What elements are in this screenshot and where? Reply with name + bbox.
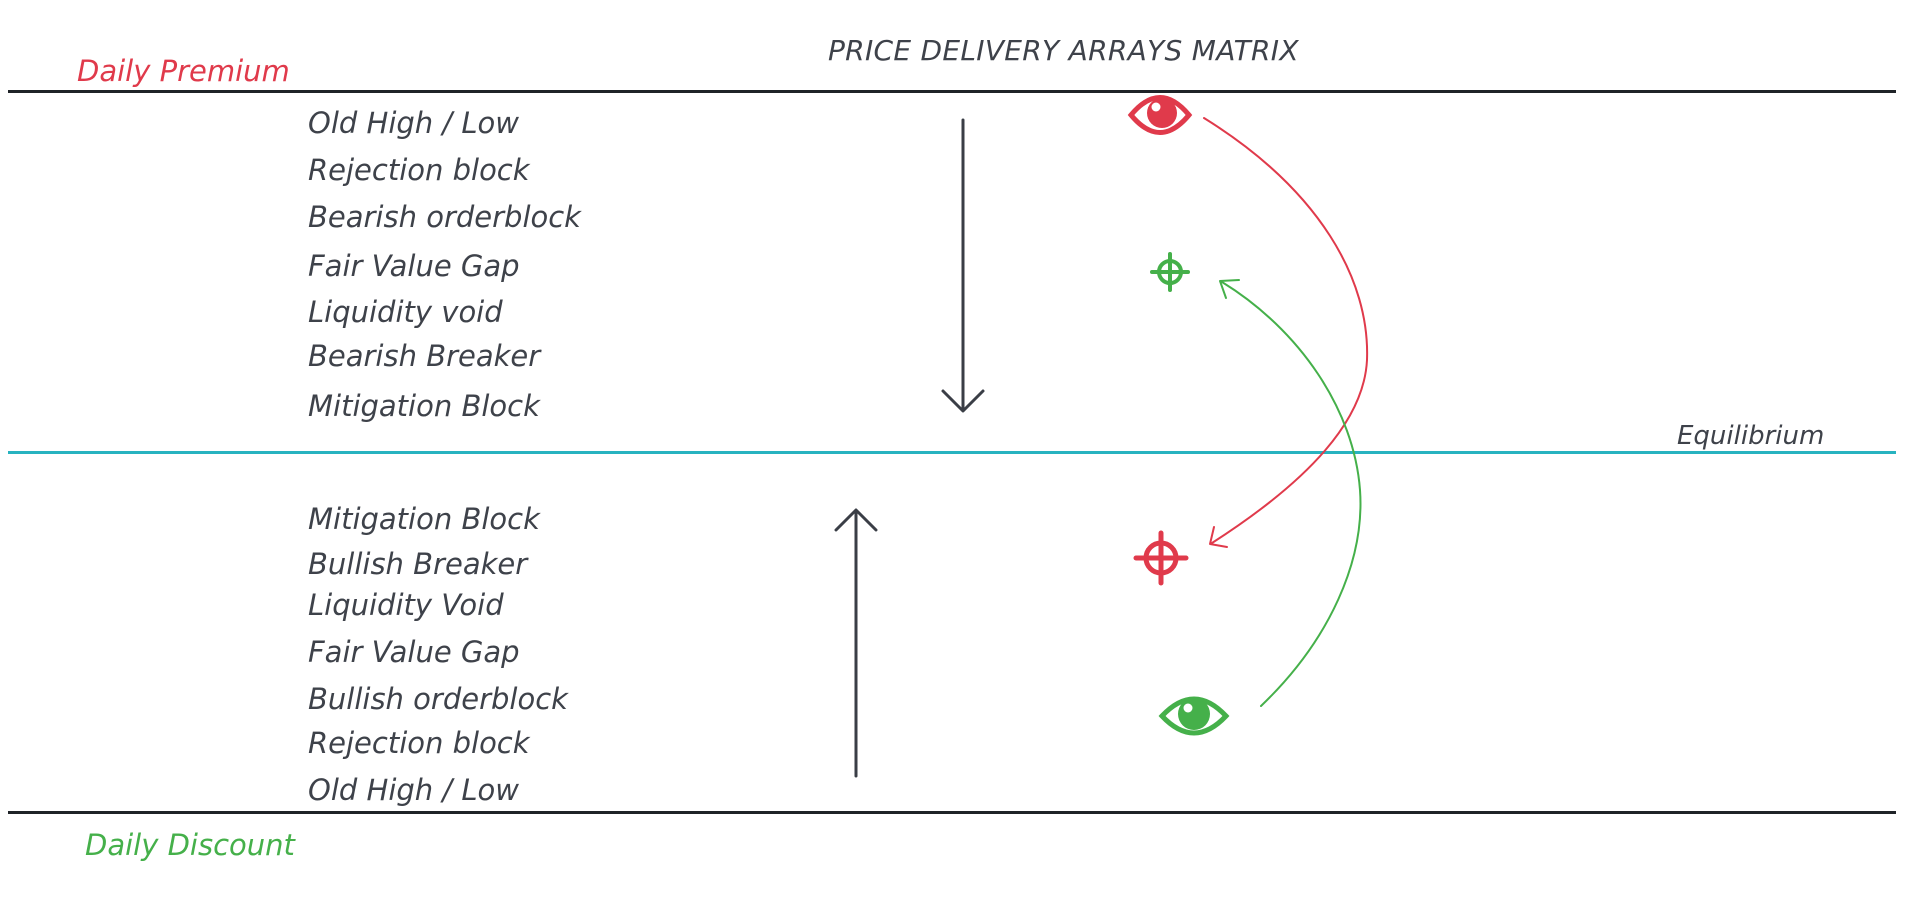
crosshair-icon [1133,530,1189,586]
premium-boundary-line [8,90,1896,93]
premium-array-item: Rejection block [308,153,530,187]
premium-array-item: Liquidity void [308,295,503,329]
diagram-title: PRICE DELIVERY ARRAYS MATRIX [828,34,1299,67]
discount-array-item: Fair Value Gap [308,635,520,669]
discount-array-item: Bullish orderblock [308,682,568,716]
equilibrium-line [8,451,1896,454]
premium-zone-label: Daily Premium [77,54,290,88]
discount-array-item: Old High / Low [308,773,519,807]
up-arrow-icon [834,508,878,778]
down-arrow-icon [941,118,985,413]
premium-to-discount-curve [1203,117,1369,548]
premium-array-item: Bearish Breaker [308,339,541,373]
crosshair-icon [1150,252,1190,292]
premium-array-item: Old High / Low [308,106,519,140]
discount-array-item: Bullish Breaker [308,547,528,581]
discount-array-item: Rejection block [308,726,530,760]
discount-zone-label: Daily Discount [85,828,295,862]
discount-boundary-line [8,811,1896,814]
premium-array-item: Fair Value Gap [308,249,520,283]
eye-icon [1158,696,1230,736]
discount-to-premium-curve [1219,279,1362,707]
premium-array-item: Mitigation Block [308,389,540,423]
discount-array-item: Liquidity Void [308,588,504,622]
discount-array-item: Mitigation Block [308,502,540,536]
premium-array-item: Bearish orderblock [308,200,581,234]
eye-icon [1127,95,1193,135]
equilibrium-label: Equilibrium [1677,421,1825,451]
